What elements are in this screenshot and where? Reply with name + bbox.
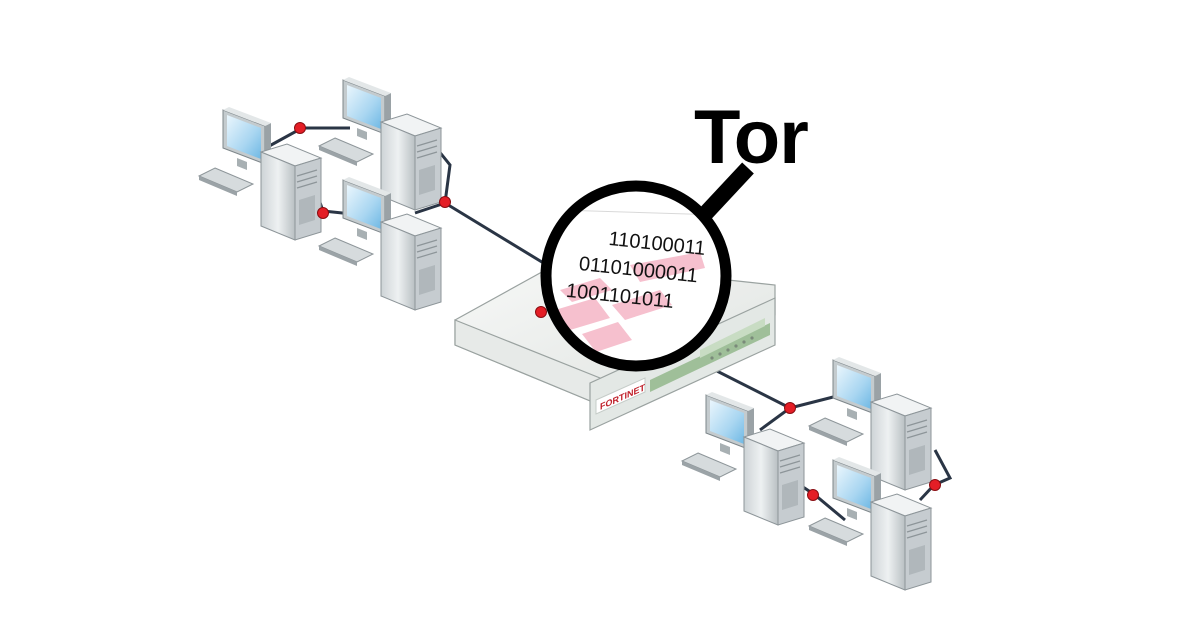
node-dot	[785, 403, 796, 414]
link-left-to-device	[445, 203, 555, 270]
diagram-title: Tor	[694, 100, 808, 176]
left-network	[199, 77, 441, 310]
right-network	[682, 357, 931, 590]
node-dot	[318, 208, 329, 219]
node-dot	[440, 197, 451, 208]
node-dot	[295, 123, 306, 134]
node-dot	[808, 490, 819, 501]
node-dot	[536, 307, 547, 318]
node-dot	[930, 480, 941, 491]
